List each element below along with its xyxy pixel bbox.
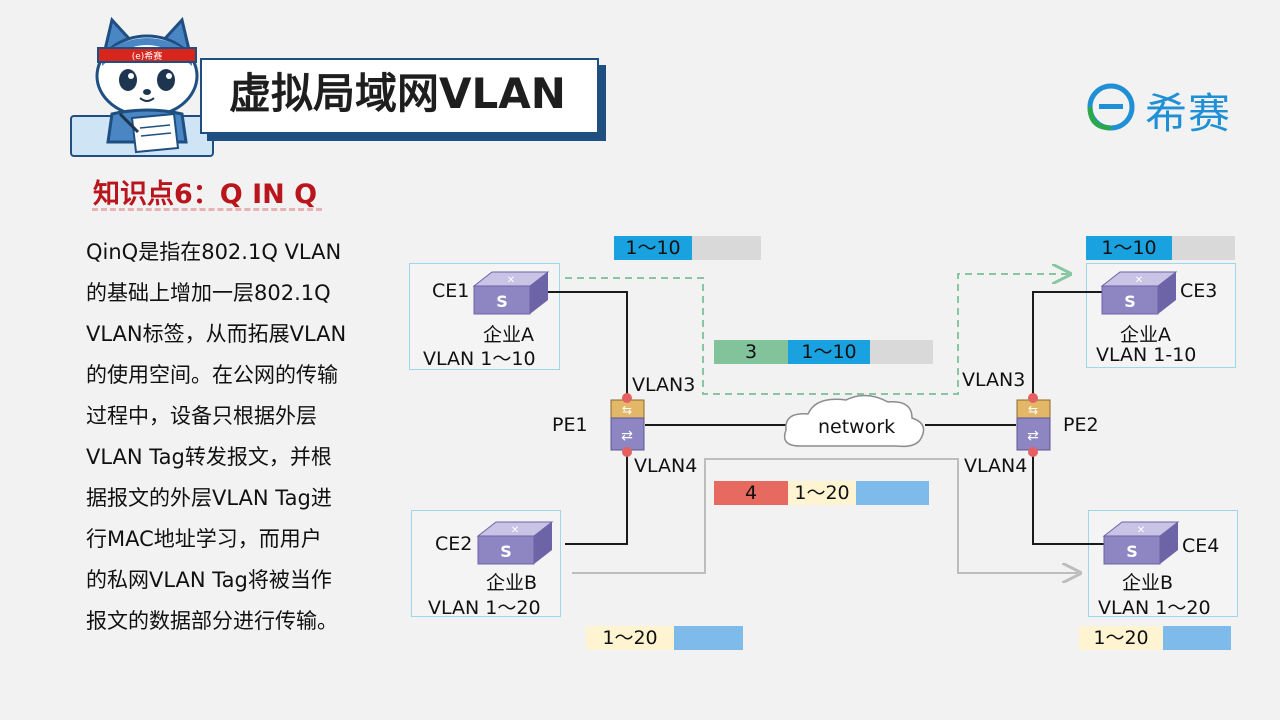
frame-a-inner-tag: 1～10 bbox=[788, 340, 870, 364]
svg-text:✕: ✕ bbox=[1135, 275, 1143, 286]
body-line: VLAN标签，从而拓展VLAN bbox=[86, 322, 347, 346]
network-label: network bbox=[818, 416, 896, 438]
svg-text:⇆: ⇆ bbox=[622, 403, 632, 417]
frame-a-out-payload bbox=[1172, 236, 1235, 260]
svg-text:✕: ✕ bbox=[1137, 525, 1145, 536]
ce3-vlan: VLAN 1-10 bbox=[1096, 344, 1197, 366]
brand-logo-icon bbox=[1087, 83, 1135, 131]
frame-b-in-payload bbox=[674, 626, 743, 650]
ce1-name: CE1 bbox=[432, 280, 470, 302]
frame-b-inner-tag: 1～20 bbox=[788, 481, 856, 505]
ce1-vlan: VLAN 1～10 bbox=[423, 348, 536, 370]
mascot-cat-icon: (e)希赛 bbox=[95, 16, 199, 154]
mascot-badge-text: (e)希赛 bbox=[132, 50, 163, 62]
pe2-upper-vlan: VLAN3 bbox=[962, 369, 1026, 391]
knowledge-point-title: 知识点6：Q IN Q bbox=[93, 179, 318, 210]
body-line: 的基础上增加一层802.1Q bbox=[86, 281, 331, 305]
ce2-company: 企业B bbox=[486, 572, 538, 594]
svg-text:S: S bbox=[1126, 542, 1138, 561]
svg-text:⇄: ⇄ bbox=[621, 428, 633, 444]
frame-a-out-tag: 1～10 bbox=[1086, 236, 1172, 260]
body-line: 据报文的外层VLAN Tag进 bbox=[86, 486, 332, 510]
frame-a-outer-tag: 3 bbox=[714, 340, 788, 364]
enterprise-b-path bbox=[572, 458, 1078, 573]
frame-a-payload bbox=[870, 340, 933, 364]
title-underline bbox=[92, 208, 322, 211]
pe2-lower-vlan: VLAN4 bbox=[964, 455, 1028, 477]
enterprise-a-path bbox=[565, 274, 1068, 395]
ce2-name: CE2 bbox=[435, 533, 473, 555]
frame-b-out-payload bbox=[1163, 626, 1231, 650]
svg-text:✕: ✕ bbox=[511, 525, 519, 536]
ce1-switch-icon: S ✕ bbox=[472, 271, 550, 315]
body-line: 的私网VLAN Tag将被当作 bbox=[86, 568, 332, 592]
network-cloud-icon bbox=[783, 394, 925, 448]
frame-a-in-tag: 1～10 bbox=[614, 236, 692, 260]
ce2-switch-icon: S ✕ bbox=[476, 521, 554, 565]
pe1-name: PE1 bbox=[552, 414, 588, 436]
ce4-company: 企业B bbox=[1122, 572, 1174, 594]
svg-text:⇄: ⇄ bbox=[1027, 428, 1039, 444]
body-line: 过程中，设备只根据外层 bbox=[86, 404, 317, 428]
frame-b-payload bbox=[856, 481, 929, 505]
body-line: 报文的数据部分进行传输。 bbox=[86, 609, 338, 633]
title-box bbox=[200, 58, 599, 134]
ce1-company: 企业A bbox=[483, 324, 534, 346]
svg-text:⇆: ⇆ bbox=[1028, 403, 1038, 417]
brand-name: 希赛 bbox=[1145, 89, 1232, 138]
body-line: QinQ是指在802.1Q VLAN bbox=[86, 240, 342, 264]
ce4-name: CE4 bbox=[1182, 535, 1220, 557]
page-title: 虚拟局域网VLAN bbox=[229, 69, 566, 118]
svg-text:S: S bbox=[500, 542, 512, 561]
frame-b-outer-tag: 4 bbox=[714, 481, 788, 505]
pe2-name: PE2 bbox=[1063, 414, 1099, 436]
svg-text:S: S bbox=[1124, 292, 1136, 311]
ce2-vlan: VLAN 1～20 bbox=[428, 597, 541, 619]
frame-a-in-payload bbox=[692, 236, 761, 260]
pe1-upper-vlan: VLAN3 bbox=[632, 374, 696, 396]
pe1-router-icon: ⇆ ⇄ bbox=[610, 393, 645, 457]
body-line: 的使用空间。在公网的传输 bbox=[86, 363, 338, 387]
frame-b-out-tag: 1～20 bbox=[1079, 626, 1163, 650]
link-lines bbox=[545, 291, 1105, 545]
svg-text:✕: ✕ bbox=[507, 275, 515, 286]
ce3-name: CE3 bbox=[1180, 280, 1218, 302]
pe2-router-icon: ⇆ ⇄ bbox=[1016, 393, 1051, 457]
body-line: 行MAC地址学习，而用户 bbox=[86, 527, 322, 551]
body-line: VLAN Tag转发报文，并根 bbox=[86, 445, 332, 469]
pe1-lower-vlan: VLAN4 bbox=[634, 455, 698, 477]
svg-text:S: S bbox=[496, 292, 508, 311]
frame-b-in-tag: 1～20 bbox=[586, 626, 674, 650]
ce3-company: 企业A bbox=[1120, 324, 1171, 346]
ce4-switch-icon: S ✕ bbox=[1102, 521, 1180, 565]
ce4-vlan: VLAN 1～20 bbox=[1098, 597, 1211, 619]
ce3-switch-icon: S ✕ bbox=[1100, 271, 1178, 315]
